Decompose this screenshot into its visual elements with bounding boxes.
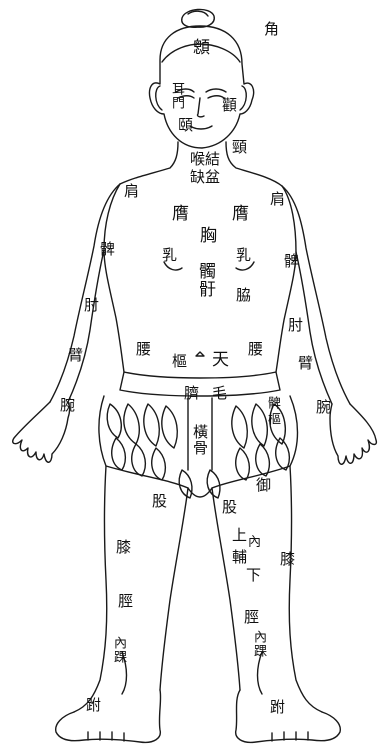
label-nei: 內: [248, 536, 261, 549]
label-yao-right: 腰: [248, 342, 263, 357]
left-arm: [13, 184, 120, 462]
label-e: 顖: [193, 40, 210, 57]
label-e-chin: 頤: [178, 118, 193, 133]
label-yu: 御: [256, 478, 271, 493]
label-zhou-left: 肘: [84, 298, 99, 313]
label-ji: 臍: [184, 386, 199, 401]
label-bi-left: 臂: [68, 348, 83, 363]
label-er-men: 耳門: [170, 82, 183, 110]
label-xia: 下: [246, 568, 261, 583]
label-ru-right: 乳: [236, 248, 251, 263]
label-bi-right: 臂: [298, 356, 313, 371]
label-gu-right: 股: [222, 500, 237, 515]
label-jian-left: 肩: [124, 184, 139, 199]
label-shu: 樞: [172, 354, 187, 369]
label-xi-right: 膝: [280, 552, 295, 567]
right-ankle-mark: [258, 652, 263, 694]
label-zu-left: 跗: [86, 698, 101, 713]
label-hou-jie: 喉結: [190, 152, 220, 167]
label-bei-right: 髀: [284, 254, 299, 269]
label-quan: 顴: [222, 98, 237, 113]
label-yao-left: 腰: [136, 342, 151, 357]
label-ru-left: 乳: [162, 248, 177, 263]
label-shu-right: 樞: [266, 412, 279, 426]
label-gu-left: 股: [152, 494, 167, 509]
label-jing-shin-left: 脛: [118, 594, 133, 609]
label-xi-left: 膝: [116, 540, 131, 555]
label-he-yu: 髑骬: [196, 262, 213, 298]
label-mao: 毛: [212, 386, 227, 401]
label-nei-huai-right: 內踝: [252, 630, 265, 658]
label-jing-shin-right: 脛: [244, 610, 259, 625]
label-ying-left: 膺: [172, 206, 189, 223]
label-wan-right: 腕: [316, 400, 331, 415]
label-zu-right: 跗: [270, 700, 285, 715]
label-bi-hip: 髀: [266, 396, 279, 410]
label-zhou-right: 肘: [288, 318, 303, 333]
label-xie: 脇: [236, 288, 251, 303]
label-tian: 天: [212, 352, 229, 369]
topknot: [182, 9, 215, 27]
label-jian-right: 肩: [270, 192, 285, 207]
label-shang: 上: [232, 528, 247, 543]
label-ying-right: 膺: [232, 206, 249, 223]
label-bei-left: 髀: [100, 242, 115, 257]
label-fu: 輔: [232, 550, 247, 565]
label-wan-left: 腕: [60, 398, 75, 413]
label-que-pen: 缺盆: [190, 170, 220, 185]
label-heng-gu: 橫骨: [192, 424, 207, 456]
label-jing: 頸: [232, 140, 247, 155]
label-jiao: 角: [264, 22, 279, 37]
label-nei-huai-left: 內踝: [112, 636, 125, 664]
label-xiong: 胸: [200, 228, 217, 245]
